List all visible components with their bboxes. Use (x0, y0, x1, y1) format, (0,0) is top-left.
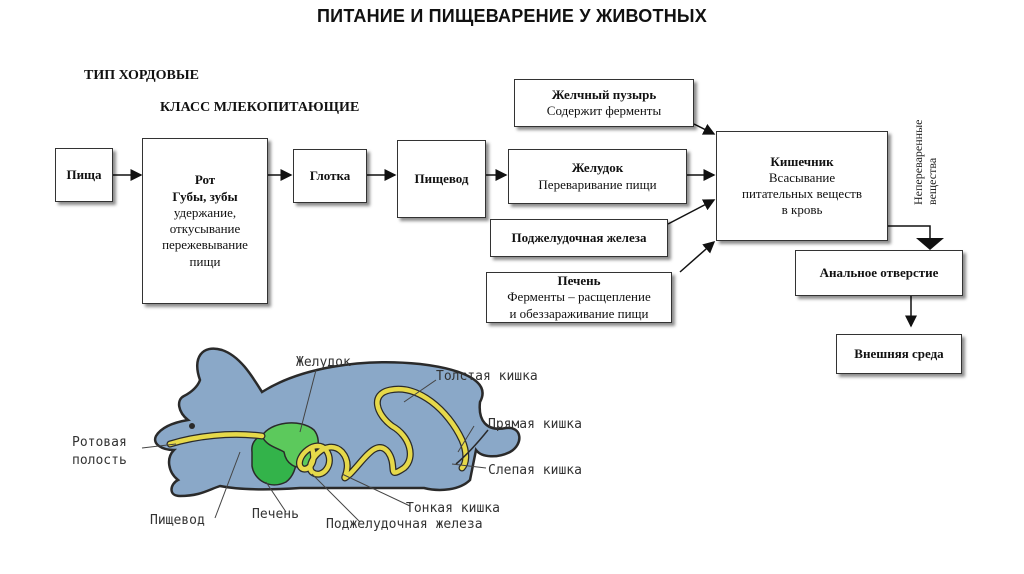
class-heading: КЛАСС МЛЕКОПИТАЮЩИЕ (160, 100, 360, 115)
box-liver-line: Ферменты – расщепление (507, 289, 651, 305)
line-intestine-anus (888, 225, 931, 238)
box-gallbladder: Желчный пузырь Содержит ферменты (514, 79, 694, 127)
box-mouth-line: удержание, (173, 204, 237, 220)
rabbit-label-oral-cavity: Ротовая (72, 435, 127, 450)
box-pharynx-label: Глотка (309, 167, 351, 183)
box-pancreas: Поджелудочная железа (490, 219, 668, 257)
box-stomach-title: Желудок (571, 160, 624, 176)
rabbit-label-esophagus: Пищевод (150, 513, 205, 528)
page-title: ПИТАНИЕ И ПИЩЕВАРЕНИЕ У ЖИВОТНЫХ (317, 6, 707, 26)
box-intestine-line: в кровь (781, 202, 823, 218)
box-esophagus: Пищевод (397, 140, 486, 218)
rabbit-label-pancreas: Поджелудочная железа (326, 517, 483, 532)
rabbit-gut-tract-fill (167, 386, 468, 481)
box-pancreas-label: Поджелудочная железа (511, 229, 647, 245)
rabbit-label-large-intestine: Толстая кишка (436, 369, 538, 384)
box-intestine-title: Кишечник (770, 153, 834, 169)
box-environment-label: Внешняя среда (854, 345, 944, 361)
rabbit-label-stomach: Желудок (296, 355, 351, 370)
rabbit-label-rectum: Прямая кишка (488, 417, 582, 432)
box-mouth: Рот Губы, зубы удержание, откусывание пе… (142, 138, 268, 304)
box-mouth-line: откусывание (169, 221, 241, 236)
arrowhead-anus (916, 238, 944, 250)
box-liver-line: и обеззараживание пищи (509, 305, 649, 321)
rabbit-digestive-illustration: Желудок Толстая кишка Прямая кишка Слепа… (72, 347, 582, 532)
box-environment: Внешняя среда (836, 334, 962, 374)
box-food: Пища (55, 148, 113, 202)
box-esophagus-label: Пищевод (414, 170, 469, 186)
rabbit-rectum (455, 429, 489, 465)
box-gallbladder-text: Содержит ферменты (546, 103, 662, 118)
rabbit-eye (189, 423, 195, 429)
box-mouth-line: пищи (189, 253, 221, 269)
box-intestine-line: питательных веществ (741, 186, 863, 201)
type-heading: ТИП ХОРДОВЫЕ (84, 68, 199, 83)
rabbit-label-cecum: Слепая кишка (488, 463, 582, 478)
box-mouth-subtitle: Губы, зубы (172, 188, 238, 204)
arrow-liver-intestine (679, 241, 716, 273)
box-mouth-line: пережевывание (162, 237, 248, 253)
arrow-pancreas-intestine (667, 199, 716, 225)
box-anus-label: Анальное отверстие (819, 264, 939, 280)
box-anus: Анальное отверстие (795, 250, 963, 296)
box-liver-title: Печень (557, 273, 601, 289)
box-food-label: Пища (66, 166, 102, 182)
box-intestine-line: Всасывание (768, 169, 836, 185)
box-gallbladder-title: Желчный пузырь (551, 86, 657, 102)
box-liver: Печень Ферменты – расщепление и обеззара… (486, 272, 672, 323)
box-stomach: Желудок Переваривание пищи (508, 149, 687, 204)
arrow-gallbladder-intestine (693, 123, 716, 135)
box-stomach-text: Переваривание пищи (538, 176, 657, 192)
rabbit-label-liver: Печень (252, 507, 299, 522)
rabbit-label-small-intestine: Тонкая кишка (406, 501, 500, 516)
rabbit-label-oral-cavity: полость (72, 453, 127, 468)
box-mouth-title: Рот (194, 172, 216, 188)
box-pharynx: Глотка (293, 149, 367, 203)
undigested-label: Непереваренные вещества (911, 117, 939, 205)
box-intestine: Кишечник Всасывание питательных веществ … (716, 131, 888, 241)
